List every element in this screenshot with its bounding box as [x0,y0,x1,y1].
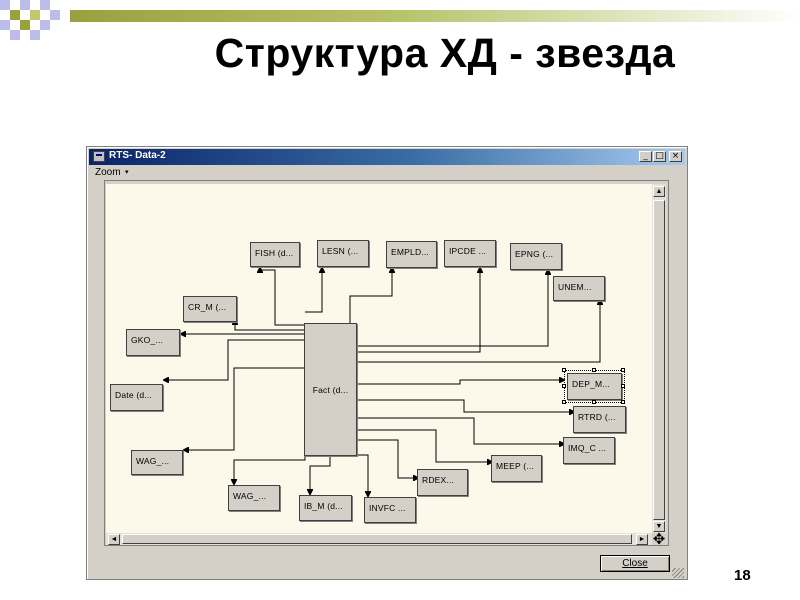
horizontal-scrollbar[interactable]: ◄ ► [106,533,652,545]
dimension-table[interactable]: IMQ_C ... [563,437,615,464]
dimension-table[interactable]: INVFC ... [364,497,416,523]
dimension-table-selected[interactable]: DEP_M... [564,370,625,403]
selection-handle[interactable] [562,384,566,388]
close-button[interactable]: Close [600,555,670,572]
move-icon[interactable]: ✥ [652,531,666,548]
selection-handle[interactable] [621,384,625,388]
zoom-menu[interactable]: Zoom [95,167,121,178]
window-title: RTS- Data-2 [109,150,166,161]
dimension-table[interactable]: IPCDE ... [444,240,496,267]
dimension-table[interactable]: Date (d... [110,384,163,411]
dimension-table[interactable]: MEEP (... [491,455,542,482]
slide-number: 18 [734,567,751,584]
dimension-table[interactable]: RTRD (... [573,406,626,433]
app-icon [93,151,105,162]
selection-handle[interactable] [592,400,596,404]
window-titlebar[interactable]: RTS- Data-2 _ □ × [89,149,685,165]
selection-handle[interactable] [592,368,596,372]
fact-table[interactable]: Fact (d... [304,323,357,456]
dimension-table[interactable]: EMPLD... [386,241,437,268]
selection-handle[interactable] [562,368,566,372]
dimension-table[interactable]: IB_M (d... [299,495,352,521]
resize-grip-icon[interactable] [672,568,684,578]
dimension-table[interactable]: RDEX... [417,469,468,496]
vertical-scrollbar[interactable]: ▲ ▼ [652,184,666,533]
scroll-down-button[interactable]: ▼ [653,521,665,532]
dimension-table[interactable]: UNEM... [553,276,605,301]
dimension-table[interactable]: CR_M (... [183,296,237,322]
selection-handle[interactable] [621,400,625,404]
dimension-table[interactable]: WAG_... [228,485,280,511]
scroll-left-button[interactable]: ◄ [108,534,120,545]
maximize-button[interactable]: □ [653,151,666,162]
slide-title: Структура ХД - звезда [214,30,676,76]
scroll-up-button[interactable]: ▲ [653,186,665,197]
vertical-scroll-thumb[interactable] [653,200,665,520]
slide-header-decoration [0,0,800,40]
dimension-table[interactable]: FISH (d... [250,242,300,267]
selection-handle[interactable] [562,400,566,404]
chevron-down-icon[interactable]: ▾ [125,169,129,176]
horizontal-scroll-thumb[interactable] [122,534,632,544]
close-window-button[interactable]: × [669,151,682,162]
dimension-table[interactable]: LESN (... [317,240,369,267]
dimension-table[interactable]: GKO_... [126,329,180,356]
scroll-right-button[interactable]: ► [636,534,648,545]
selection-handle[interactable] [621,368,625,372]
dimension-table[interactable]: EPNG (... [510,243,562,270]
diagram-canvas[interactable] [106,184,652,533]
dimension-table[interactable]: WAG_... [131,450,183,475]
minimize-button[interactable]: _ [639,151,652,162]
